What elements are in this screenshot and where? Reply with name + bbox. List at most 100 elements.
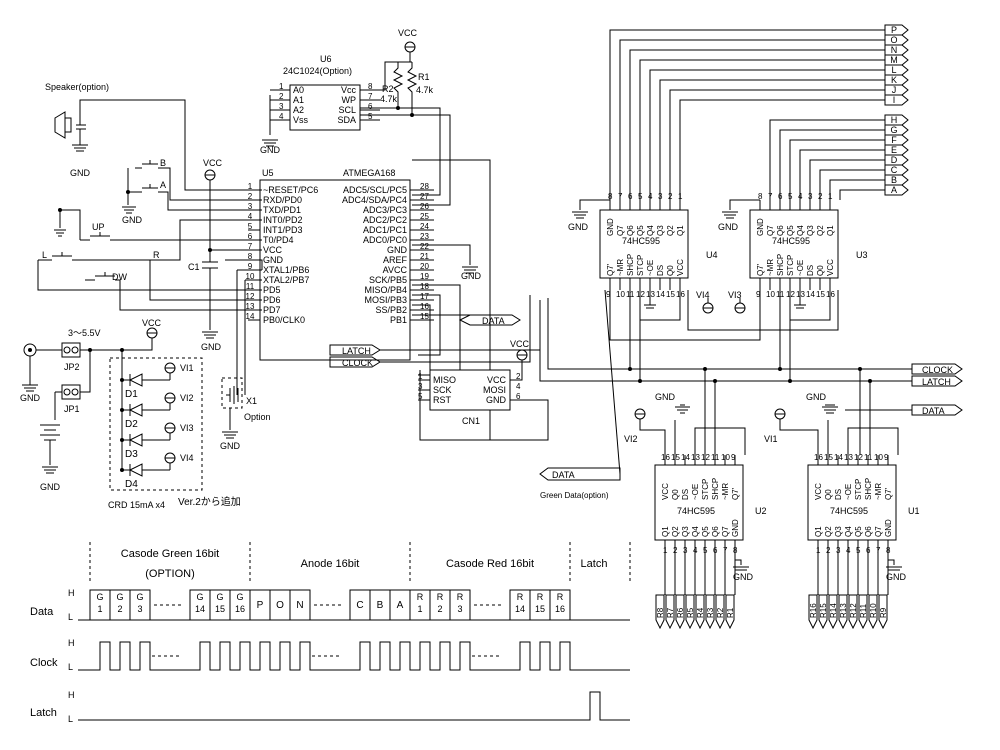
shift-reg-wires (827, 420, 899, 455)
data-tag-bus: DATA (922, 406, 945, 416)
eeprom-pin-name: SCL (338, 105, 356, 115)
data-cell-label: 15 (215, 604, 225, 614)
shift-reg-pin-number: 14 (834, 453, 843, 462)
shift-reg-pin-number: 12 (701, 453, 710, 462)
isp-pin-number: 6 (516, 392, 521, 401)
shift-reg-gnd (722, 199, 760, 219)
shift-reg-body (807, 464, 897, 541)
eeprom-part: 24C1024(Option) (283, 66, 352, 76)
anode-tag (884, 44, 909, 56)
mcu-pin-name: ADC5/SCL/PC5 (343, 185, 407, 195)
shift-reg-pin-name: DS (806, 265, 815, 276)
vcc-label-r: VCC (398, 28, 418, 38)
shift-reg-pin-number: 1 (663, 546, 668, 555)
shift-reg-pin-name: Q3 (806, 225, 815, 236)
red-tag-label: R2 (716, 607, 725, 618)
r2-label: R2 (382, 84, 394, 94)
clock-tag-mcu: CLOCK (342, 358, 373, 368)
eeprom-pin-name: WP (342, 95, 357, 105)
crd-diode-label: D3 (125, 449, 138, 460)
red-tag (878, 594, 888, 630)
red-tag-label: R7 (666, 607, 675, 618)
anode-wire (769, 119, 885, 200)
isp-pin-number: 3 (418, 382, 423, 391)
mcu-pin-number: 27 (420, 192, 429, 201)
shift-reg-pin-number: 8 (758, 192, 763, 201)
vi-label: VI4 (696, 290, 710, 300)
anode-tag-label: K (891, 75, 897, 85)
data-cell-label: N (296, 600, 303, 611)
shift-reg-pin-name: Q6 (864, 526, 873, 537)
shift-reg-pin-name: Q7 (721, 526, 730, 537)
timing-segment-label: Casode Green 16bit (121, 548, 219, 560)
chain-wires (609, 290, 839, 341)
button-a-label: A (160, 180, 166, 190)
decoupling-c1: VCC C1 GND (188, 158, 263, 352)
shift-reg-pin-name: SHCP (626, 254, 635, 276)
crd-diode-label: D2 (125, 419, 138, 430)
x1-option: Option (244, 412, 271, 422)
data-cell-label: 2 (437, 604, 442, 614)
shift-reg-pin-name: ~OE (796, 260, 805, 276)
shift-reg-pin-name: Q6 (626, 225, 635, 236)
timing-row-label: Latch (30, 707, 57, 719)
shift-reg-pin-name: Q7' (756, 263, 765, 276)
anode-tag-label: O (890, 35, 897, 45)
anode-tag-label: D (891, 155, 898, 165)
crd-vi-wire (165, 427, 175, 440)
shift-reg-wires (639, 290, 681, 321)
mcu-pin-name: TXD/PD1 (263, 205, 301, 215)
timing-level-high: H (68, 638, 75, 648)
crd-diode-symbol (122, 433, 170, 447)
crd-junction (120, 378, 124, 382)
red-tag-label: R6 (676, 607, 685, 618)
anode-tag-label: I (893, 95, 896, 105)
eeprom-pin-number: 3 (279, 102, 284, 111)
x1-label: X1 (246, 396, 257, 406)
button-l-label: L (42, 250, 47, 260)
gnd-label-jack: GND (20, 393, 41, 403)
shift-reg-pin-name: Q6 (711, 526, 720, 537)
shift-reg-pin-name: Q7' (606, 263, 615, 276)
red-tag (838, 594, 848, 630)
shift-reg-part: 74HC595 (622, 236, 660, 246)
shift-reg-pin-number: 15 (824, 453, 833, 462)
anode-tag (884, 74, 909, 86)
timing-segment-label: Anode 16bit (301, 558, 360, 570)
anode-tag (884, 54, 909, 66)
crd-vi-label: VI3 (180, 423, 194, 433)
mcu-pin-name: XTAL2/PB7 (263, 275, 309, 285)
shift-reg-pin-name: GND (731, 519, 740, 537)
button-b-label: B (160, 158, 166, 168)
mcu-pin-number: 9 (248, 262, 253, 271)
shift-reg-pin-name: ~OE (844, 484, 853, 500)
shift-reg-pin-name: Q1 (814, 526, 823, 537)
shift-reg-pin-number: 4 (693, 546, 698, 555)
anode-tag-label: C (891, 165, 898, 175)
shift-reg-pin-name: Q5 (786, 225, 795, 236)
gnd-label-x1: GND (220, 441, 241, 451)
vcc-label-pwr: VCC (142, 318, 162, 328)
data-cell-label: 3 (137, 604, 142, 614)
mcu-pin-number: 11 (246, 282, 255, 291)
clock-waveform (78, 641, 630, 671)
data-cell-label: 1 (97, 604, 102, 614)
shift-reg-pin-name: Q3 (656, 225, 665, 236)
anode-tag-label: A (891, 185, 897, 195)
shift-reg-pin-name: DS (834, 489, 843, 500)
isp-pin-number: 1 (418, 372, 423, 381)
timing-level-high: H (68, 690, 75, 700)
mcu-pin-name: T0/PD4 (263, 235, 294, 245)
data-cell-label: A (397, 600, 404, 611)
mcu-pin-number: 8 (248, 252, 253, 261)
anode-wire (809, 159, 885, 200)
isp-pin-name: MOSI (483, 385, 506, 395)
shift-reg-gnd (733, 559, 749, 571)
data-cell-label: G (236, 592, 243, 602)
shift-reg-pin-name: GND (884, 519, 893, 537)
shift-reg-pin-name: Q4 (844, 526, 853, 537)
